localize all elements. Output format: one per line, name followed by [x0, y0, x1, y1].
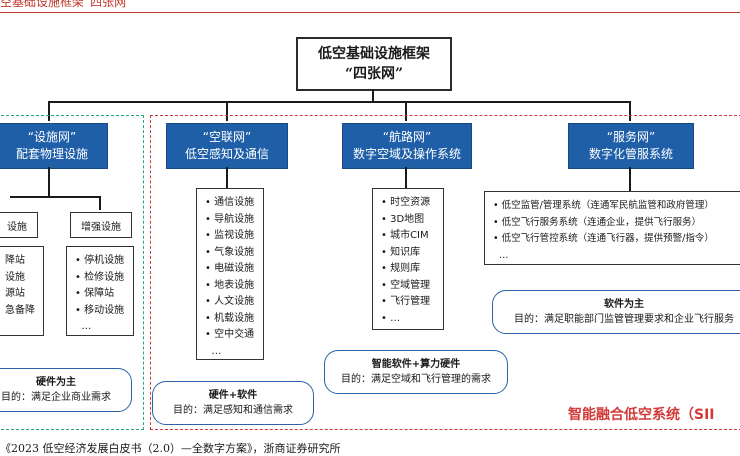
caption-rule: [0, 12, 740, 13]
service-net-list: • 低空监管/管理系统（连通军民航监管和政府管理） • 低空飞行服务系统（连通企…: [484, 191, 740, 265]
intelligent-system-region: [150, 115, 740, 430]
facility-enhanced-item: • 检修设施: [75, 271, 125, 283]
service-connector-down: [629, 167, 631, 191]
airway-net-item: • 城市CIM: [381, 230, 429, 241]
facility-net-summary: 硬件为主 目的：满足企业商业需求: [0, 368, 132, 412]
connection-net-item: • 机载设施: [205, 312, 255, 324]
facility-enhanced-item: • 移动设施: [75, 304, 125, 316]
facility-enhanced-list: • 停机设施 • 检修设施 • 保障站 • 移动设施 …: [66, 246, 134, 336]
airway-net-item: • …: [381, 312, 401, 324]
connector-net-1: [48, 101, 50, 121]
facility-net-header: “设施网” 配套物理设施: [0, 123, 108, 169]
connection-net-item: • 人文设施: [205, 296, 255, 307]
connection-net-item: • 通信设施: [205, 197, 255, 208]
connection-net-item: • 电磁设施: [205, 263, 255, 274]
facility-basic-item: 设施: [5, 271, 25, 283]
connector-root-down: [372, 89, 374, 102]
connection-net-subtitle: 低空感知及通信: [184, 147, 269, 161]
root-node: 低空基础设施框架 “四张网”: [296, 37, 452, 91]
connection-net-item: • 地表设施: [205, 279, 255, 291]
airway-summary-title: 智能软件+算力硬件: [371, 359, 461, 370]
airway-net-list: • 时空资源 • 3D地图 • 城市CIM • 知识库 • 规则库 • 空域管理…: [372, 188, 444, 330]
facility-net-region: [0, 115, 144, 430]
figure-caption: 空基础设施框架“四张网”: [0, 0, 133, 9]
connection-connector-down: [226, 167, 228, 188]
airway-net-item: • 规则库: [381, 263, 421, 274]
airway-net-item: • 时空资源: [381, 197, 431, 208]
airway-net-summary: 智能软件+算力硬件 目的：满足空域和飞行管理的需求: [324, 350, 508, 394]
connection-net-item: • 监视设施: [205, 230, 255, 241]
connection-net-item: • 导航设施: [205, 213, 255, 225]
facility-basic-item: 降站: [5, 255, 25, 266]
service-net-summary: 软件为主 目的：满足职能部门监管管理要求和企业飞行服务: [492, 290, 740, 334]
connection-summary-desc: 目的：满足感知和通信需求: [173, 405, 293, 416]
connection-net-title: “空联网”: [202, 130, 252, 144]
airway-summary-desc: 目的：满足空域和飞行管理的需求: [341, 374, 491, 385]
facility-basic-item: 源站: [5, 288, 25, 299]
facility-basic-item: 急备降: [5, 304, 35, 316]
connection-net-header: “空联网” 低空感知及通信: [166, 123, 288, 169]
connection-net-item: • 气象设施: [205, 246, 255, 258]
airway-net-item: • 3D地图: [381, 213, 425, 225]
connection-net-item: • 空中交通: [205, 329, 255, 340]
service-net-item: • 低空监管/管理系统（连通军民航监管和政府管理）: [493, 200, 714, 211]
facility-enhanced-item: …: [81, 321, 92, 332]
airway-net-item: • 空域管理: [381, 279, 431, 291]
facility-summary-title: 硬件为主: [36, 377, 76, 388]
root-title: 低空基础设施框架: [318, 46, 430, 62]
connector-net-4: [629, 101, 631, 121]
connection-summary-title: 硬件+软件: [208, 390, 258, 401]
facility-summary-desc: 目的：满足企业商业需求: [1, 392, 111, 403]
facility-enhanced-label: 增强设施: [70, 212, 132, 238]
facility-connector-right: [99, 196, 101, 210]
service-net-subtitle: 数字化管服系统: [588, 147, 673, 161]
service-net-item: • 低空飞行管控系统（连通飞行器，提供预警/指令）: [493, 233, 714, 244]
connector-net-2: [226, 101, 228, 121]
facility-basic-label: 设施: [0, 212, 38, 238]
source-caption: 《2023 低空经济发展白皮书（2.0）—全数字方案》，浙商证券研究所: [0, 442, 341, 455]
service-summary-desc: 目的：满足职能部门监管管理要求和企业飞行服务: [514, 314, 734, 325]
connection-net-list: • 通信设施 • 导航设施 • 监视设施 • 气象设施 • 电磁设施 • 地表设…: [196, 188, 264, 360]
facility-connector-split: [10, 196, 100, 198]
service-net-item: • 低空飞行服务系统（连通企业，提供飞行服务）: [493, 216, 702, 228]
service-net-header: “服务网” 数字化管服系统: [568, 123, 694, 169]
connection-net-item: …: [211, 345, 222, 357]
facility-net-subtitle: 配套物理设施: [15, 147, 88, 161]
facility-net-title: “设施网”: [27, 130, 77, 144]
facility-basic-list: 降站 设施 源站 急备降: [0, 246, 44, 336]
intelligent-system-title: 智能融合低空系统（SII: [568, 407, 715, 423]
connector-horizontal: [48, 101, 630, 103]
airway-net-header: “航路网” 数字空域及操作系统: [342, 123, 472, 169]
service-net-item: …: [499, 249, 509, 261]
service-net-title: “服务网”: [606, 130, 656, 144]
connection-net-summary: 硬件+软件 目的：满足感知和通信需求: [152, 381, 314, 425]
connector-net-3: [405, 101, 407, 121]
airway-net-item: • 飞行管理: [381, 296, 431, 307]
airway-net-title: “航路网”: [382, 130, 432, 144]
facility-enhanced-item: • 停机设施: [75, 255, 125, 266]
facility-enhanced-item: • 保障站: [75, 288, 115, 299]
service-summary-title: 软件为主: [604, 299, 644, 310]
facility-connector-down: [48, 167, 50, 197]
airway-connector-down: [405, 167, 407, 188]
airway-net-item: • 知识库: [381, 246, 421, 258]
airway-net-subtitle: 数字空域及操作系统: [352, 147, 461, 161]
root-subtitle: “四张网”: [344, 66, 404, 82]
